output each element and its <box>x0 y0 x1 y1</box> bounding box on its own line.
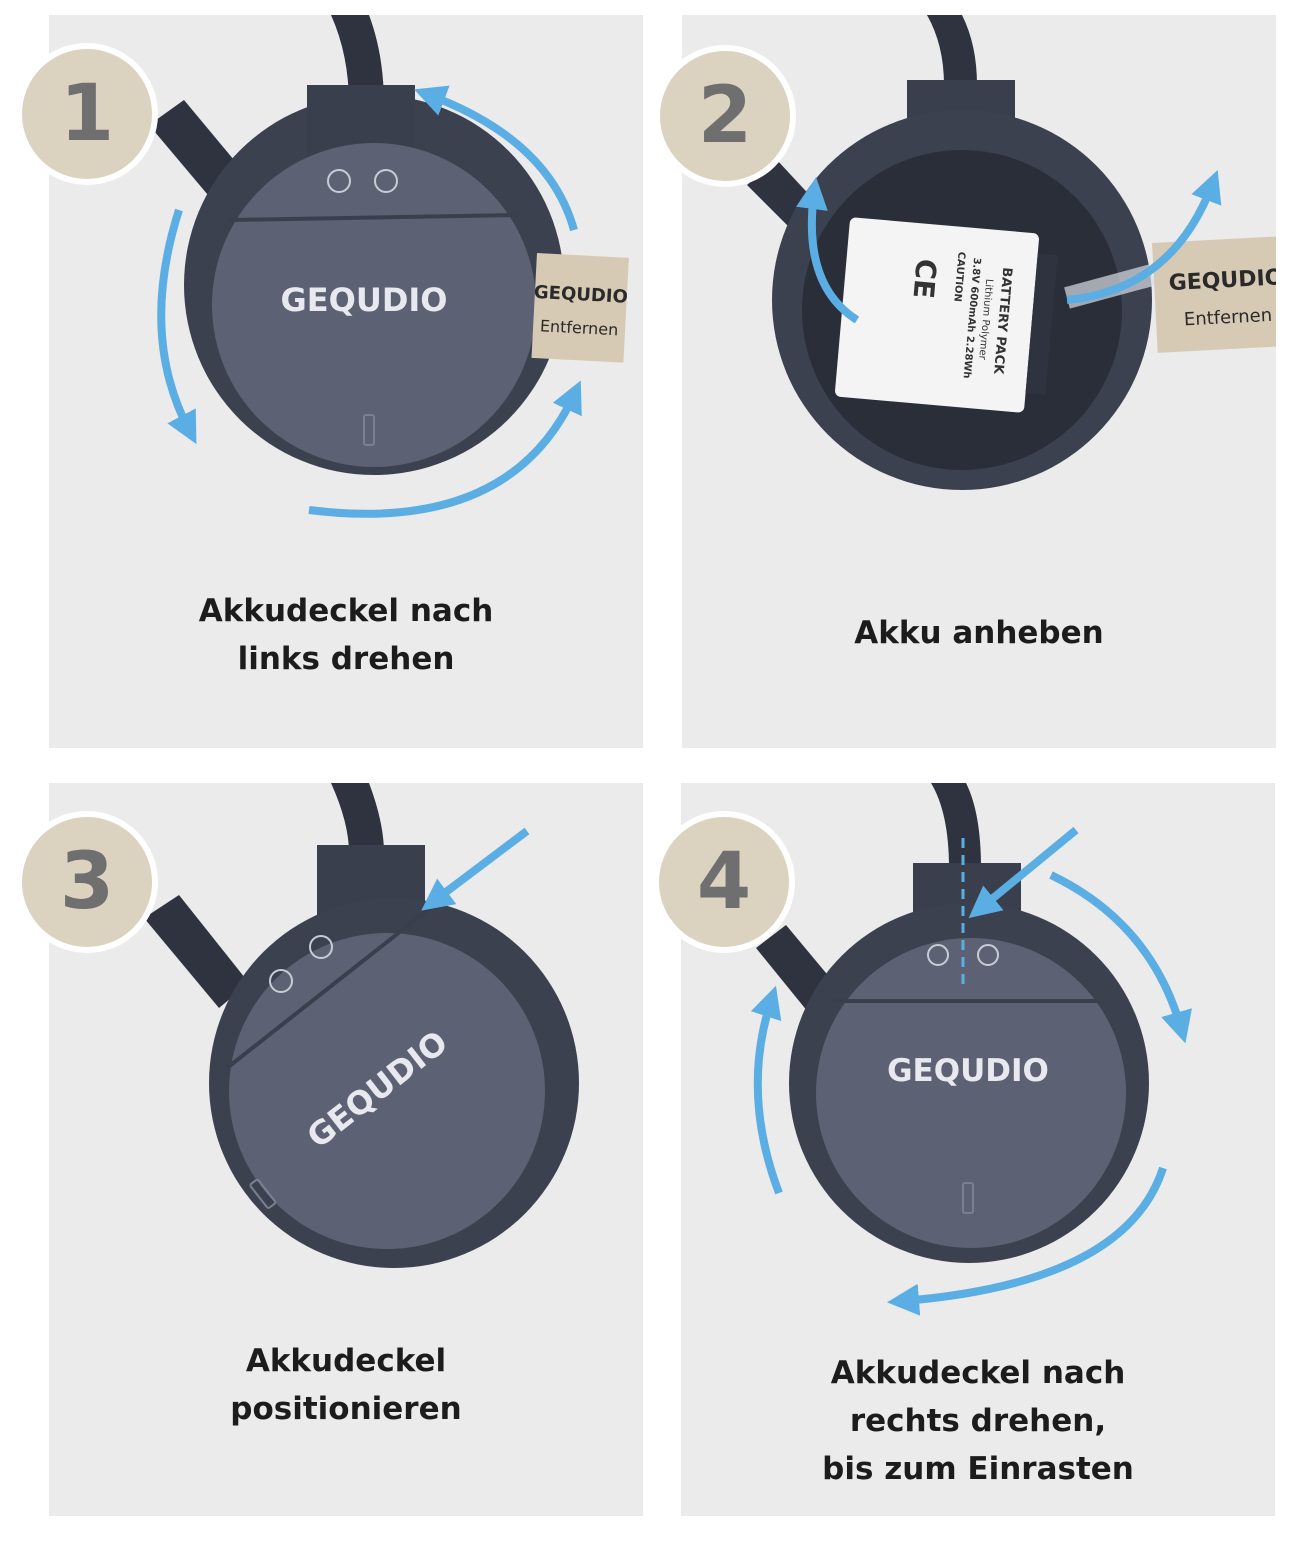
step-2-illustration: BATTERY PACK Lithium Polymer 3.8V 600mAh… <box>747 15 1276 490</box>
caption-line: rechts drehen, <box>849 1403 1107 1439</box>
step-number-badge: 1 <box>16 43 158 185</box>
step-1-illustration: GEQUDIO GEQUDIO Entfernen <box>149 15 629 518</box>
step-caption: Akku anheben <box>682 609 1276 657</box>
step-number-badge: 4 <box>653 811 795 953</box>
caption-line: Akku anheben <box>854 615 1104 651</box>
ce-mark: CE <box>906 258 942 300</box>
battery-caution: CAUTION <box>951 251 966 302</box>
lift-arrow <box>1066 170 1222 304</box>
removal-tab <box>531 253 629 363</box>
hangup-icon <box>309 935 333 959</box>
tab-brand: GEQUDIO <box>1168 265 1276 296</box>
lift-arrow <box>796 177 860 324</box>
hangup-icon <box>374 169 398 193</box>
alignment-arrow <box>968 826 1079 919</box>
call-icon <box>927 944 949 966</box>
caption-line: positionieren <box>230 1391 462 1427</box>
rotate-left-arrow <box>157 208 197 445</box>
caption-line: Akkudeckel nach <box>830 1355 1126 1391</box>
step-4-panel: GEQUDIO 4 Akkudeckel nach rechts drehen,… <box>653 783 1275 1516</box>
tab-label: Entfernen <box>539 316 618 339</box>
step-caption: Akkudeckel nach links drehen <box>49 587 643 683</box>
tab-label: Entfernen <box>1183 305 1272 331</box>
position-arrow <box>421 827 530 911</box>
cover-brand: GEQUDIO <box>281 281 448 319</box>
battery-icon <box>249 1178 277 1209</box>
battery-icon <box>363 414 375 446</box>
rotate-right-arrow <box>1049 871 1192 1044</box>
step-3-panel: GEQUDIO 3 Akkudeckel positionieren <box>16 783 643 1516</box>
step-1-panel: GEQUDIO GEQUDIO Entfernen 1 Akkudeckel n… <box>16 15 643 748</box>
headband <box>331 15 384 105</box>
rotate-right-arrow <box>750 985 783 1195</box>
caption-line: Akkudeckel nach <box>198 593 494 629</box>
battery-cover <box>816 938 1126 1248</box>
step-caption: Akkudeckel nach rechts drehen, bis zum E… <box>681 1349 1275 1493</box>
step-3-illustration: GEQUDIO <box>144 783 579 1268</box>
step-caption: Akkudeckel positionieren <box>49 1337 643 1433</box>
battery-cover <box>212 143 536 467</box>
step-number-badge: 3 <box>16 811 158 953</box>
hangup-icon <box>977 944 999 966</box>
call-icon <box>327 169 351 193</box>
rotate-right-arrow <box>887 1166 1167 1316</box>
rotate-left-arrow <box>308 380 582 518</box>
caption-line: bis zum Einrasten <box>822 1451 1134 1487</box>
rotate-left-arrow <box>414 85 578 232</box>
call-icon <box>269 969 293 993</box>
tab-brand: GEQUDIO <box>533 282 628 308</box>
step-number-badge: 2 <box>654 45 796 187</box>
cover-brand: GEQUDIO <box>887 1053 1049 1089</box>
caption-line: Akkudeckel <box>245 1343 447 1379</box>
step-2-panel: BATTERY PACK Lithium Polymer 3.8V 600mAh… <box>654 15 1276 748</box>
caption-line: links drehen <box>237 641 455 677</box>
battery-cover <box>229 933 545 1249</box>
step-4-illustration: GEQUDIO <box>750 783 1192 1316</box>
battery-icon <box>962 1182 974 1214</box>
battery-pack <box>835 217 1039 413</box>
removal-tab <box>1152 235 1276 353</box>
headphone-arm <box>144 895 249 1008</box>
